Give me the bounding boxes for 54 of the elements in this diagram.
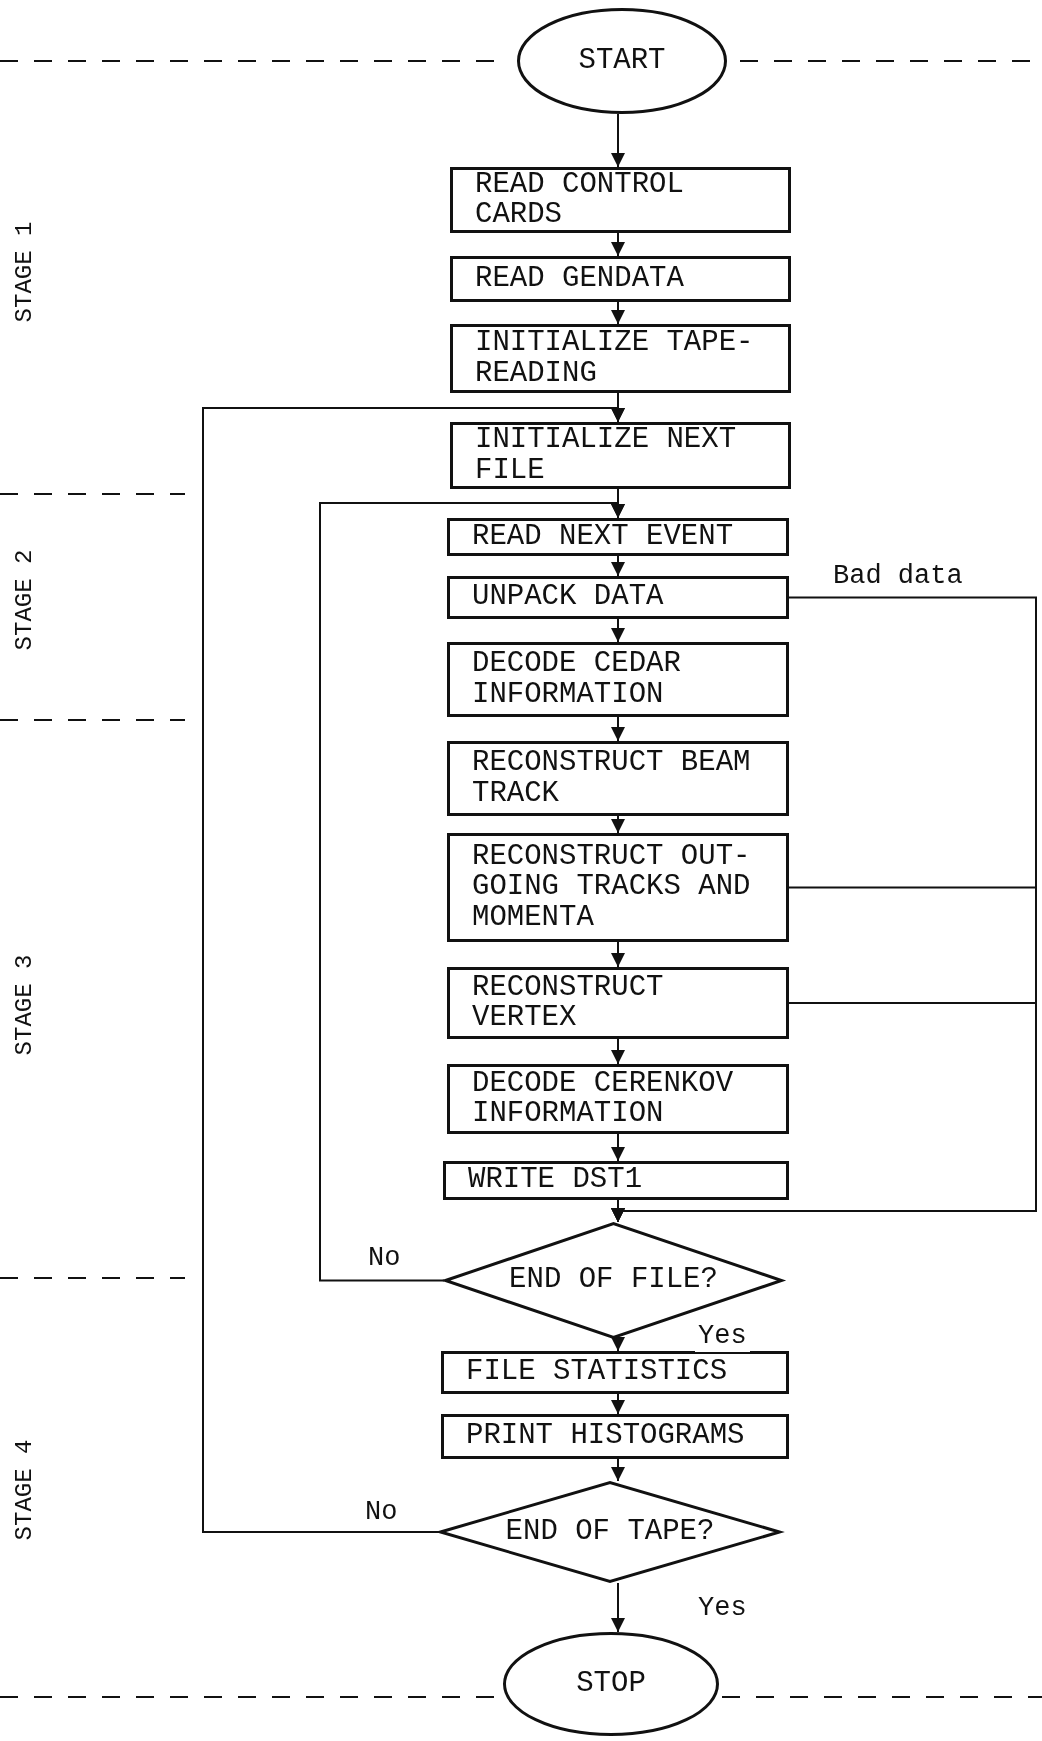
step-text: RECONSTRUCT BEAM TRACK: [472, 748, 752, 809]
connector-arrow: [611, 1133, 625, 1162]
step-text: INITIALIZE TAPE-READING: [475, 328, 755, 389]
connector-arrow: [202, 407, 625, 1533]
step-text: END OF FILE?: [509, 1265, 718, 1296]
connector-arrow: [611, 1002, 1037, 1223]
step-text: FILE STATISTICS: [466, 1357, 728, 1388]
connector-arrow: [611, 1393, 625, 1415]
process-box: [450, 256, 791, 302]
process-box: [447, 833, 789, 942]
step-text: DECODE CEDAR INFORMATION: [472, 649, 682, 710]
step-text: DECODE CERENKOV INFORMATION: [472, 1068, 735, 1130]
stage-label: STAGE 4: [10, 1439, 38, 1541]
stage-label: STAGE 1: [10, 221, 38, 323]
step-text: READ NEXT EVENT: [472, 521, 734, 553]
connector-arrow: [611, 232, 625, 257]
step-text: START: [578, 45, 666, 77]
connector-arrow: [611, 815, 625, 834]
step-text: PRINT HISTOGRAMS: [466, 1421, 745, 1452]
connector-arrow: [611, 555, 625, 577]
process-box: [447, 1064, 789, 1134]
connector-arrow: [611, 1337, 625, 1352]
process-box: [450, 167, 791, 233]
stage-label: STAGE 3: [10, 954, 38, 1056]
step-text: END OF TAPE?: [505, 1516, 715, 1548]
connector-arrow: [611, 716, 625, 742]
step-text: WRITE DST1: [468, 1165, 643, 1196]
process-box: [450, 324, 791, 393]
step-text: INITIALIZE NEXT FILE: [475, 425, 738, 486]
connector-arrow: [611, 301, 625, 325]
connector-arrow: [611, 618, 625, 643]
process-box: [443, 1161, 789, 1200]
process-box: [447, 741, 789, 816]
connector-arrow: [611, 941, 625, 968]
process-box: [447, 518, 789, 556]
process-box: [447, 576, 789, 619]
step-text: READ CONTROL CARDS: [475, 169, 685, 231]
edge-label: Yes: [695, 1322, 750, 1352]
connector-arrow: [611, 1458, 625, 1482]
connector-arrow: [611, 113, 625, 168]
process-box: [441, 1351, 789, 1394]
step-text: RECONSTRUCT VERTEX: [472, 972, 665, 1034]
process-box: [450, 422, 791, 489]
step-text: READ GENDATA: [475, 263, 684, 295]
connector-arrow: [319, 502, 625, 1282]
step-text: RECONSTRUCT OUT-GOING TRACKS AND MOMENTA: [472, 841, 752, 934]
connector-arrow: [611, 1038, 625, 1065]
process-box: [447, 967, 789, 1039]
process-box: [441, 1414, 789, 1459]
connector-arrow: [611, 1582, 625, 1633]
stage-label: STAGE 2: [10, 549, 38, 651]
process-box: [447, 642, 789, 717]
step-text: UNPACK DATA: [472, 582, 664, 613]
step-text: STOP: [576, 1668, 646, 1700]
